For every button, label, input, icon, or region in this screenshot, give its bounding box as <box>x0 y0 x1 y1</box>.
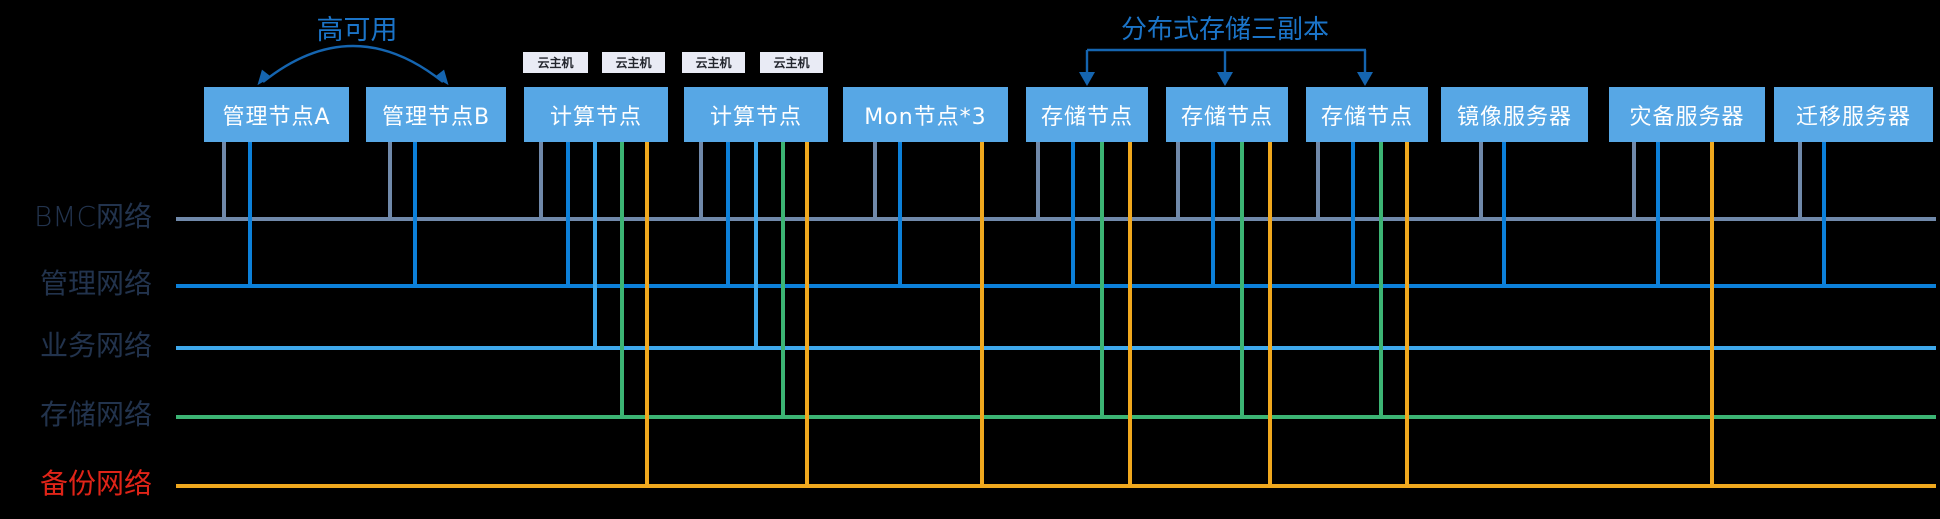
node-box-migration: 迁移服务器 <box>1774 87 1933 142</box>
cloud-host-chip-label: 云主机 <box>615 56 652 70</box>
node-label: 存储节点 <box>1180 104 1273 130</box>
cloud-host-chip-label: 云主机 <box>773 56 810 70</box>
node-box-storage-1: 存储节点 <box>1026 87 1148 142</box>
cloud-host-chip-0: 云主机 <box>523 52 588 73</box>
node-box-mgmt-a: 管理节点A <box>204 87 349 142</box>
node-box-compute-2: 计算节点 <box>684 87 828 142</box>
distributed-storage-replica-annotation: 分布式存储三副本 <box>1120 15 1330 45</box>
node-label: 迁移服务器 <box>1795 104 1911 130</box>
node-box-storage-2: 存储节点 <box>1166 87 1288 142</box>
node-label: 存储节点 <box>1040 104 1133 130</box>
replica-arrowhead-icon-0 <box>1079 72 1095 86</box>
ha-arc-arrow-icon <box>262 44 444 83</box>
node-box-mon: Mon节点*3 <box>843 87 1008 142</box>
cloud-host-chip-3: 云主机 <box>760 52 823 73</box>
node-box-dr: 灾备服务器 <box>1609 87 1765 142</box>
node-box-mgmt-b: 管理节点B <box>366 87 506 142</box>
ha-arrowhead-right-icon <box>434 69 449 86</box>
network-label-mgmt: 管理网络 <box>39 267 152 300</box>
node-label: 灾备服务器 <box>1629 104 1745 130</box>
network-label-biz: 业务网络 <box>39 329 152 362</box>
cloud-host-chip-label: 云主机 <box>537 56 574 70</box>
cloud-host-chip-1: 云主机 <box>602 52 665 73</box>
node-box-mirror: 镜像服务器 <box>1441 87 1588 142</box>
node-label: 计算节点 <box>549 104 642 130</box>
node-box-storage-3: 存储节点 <box>1306 87 1428 142</box>
node-label: 计算节点 <box>709 104 802 130</box>
network-label-backup: 备份网络 <box>39 467 152 500</box>
replica-arrowhead-icon-2 <box>1357 72 1373 86</box>
network-label-storage: 存储网络 <box>39 398 152 431</box>
replica-arrowhead-icon-1 <box>1217 72 1233 86</box>
node-label: 存储节点 <box>1320 104 1413 130</box>
node-label: Mon节点*3 <box>864 104 987 130</box>
node-box-compute-1: 计算节点 <box>524 87 668 142</box>
high-availability-annotation: 高可用 <box>316 15 398 46</box>
cloud-host-chip-2: 云主机 <box>682 52 745 73</box>
cloud-host-chip-label: 云主机 <box>695 56 732 70</box>
network-label-bmc: BMC网络 <box>33 200 152 233</box>
node-label: 管理节点B <box>381 104 491 130</box>
node-label: 管理节点A <box>222 104 331 130</box>
ha-arrowhead-left-icon <box>257 69 272 86</box>
node-label: 镜像服务器 <box>1456 104 1572 130</box>
